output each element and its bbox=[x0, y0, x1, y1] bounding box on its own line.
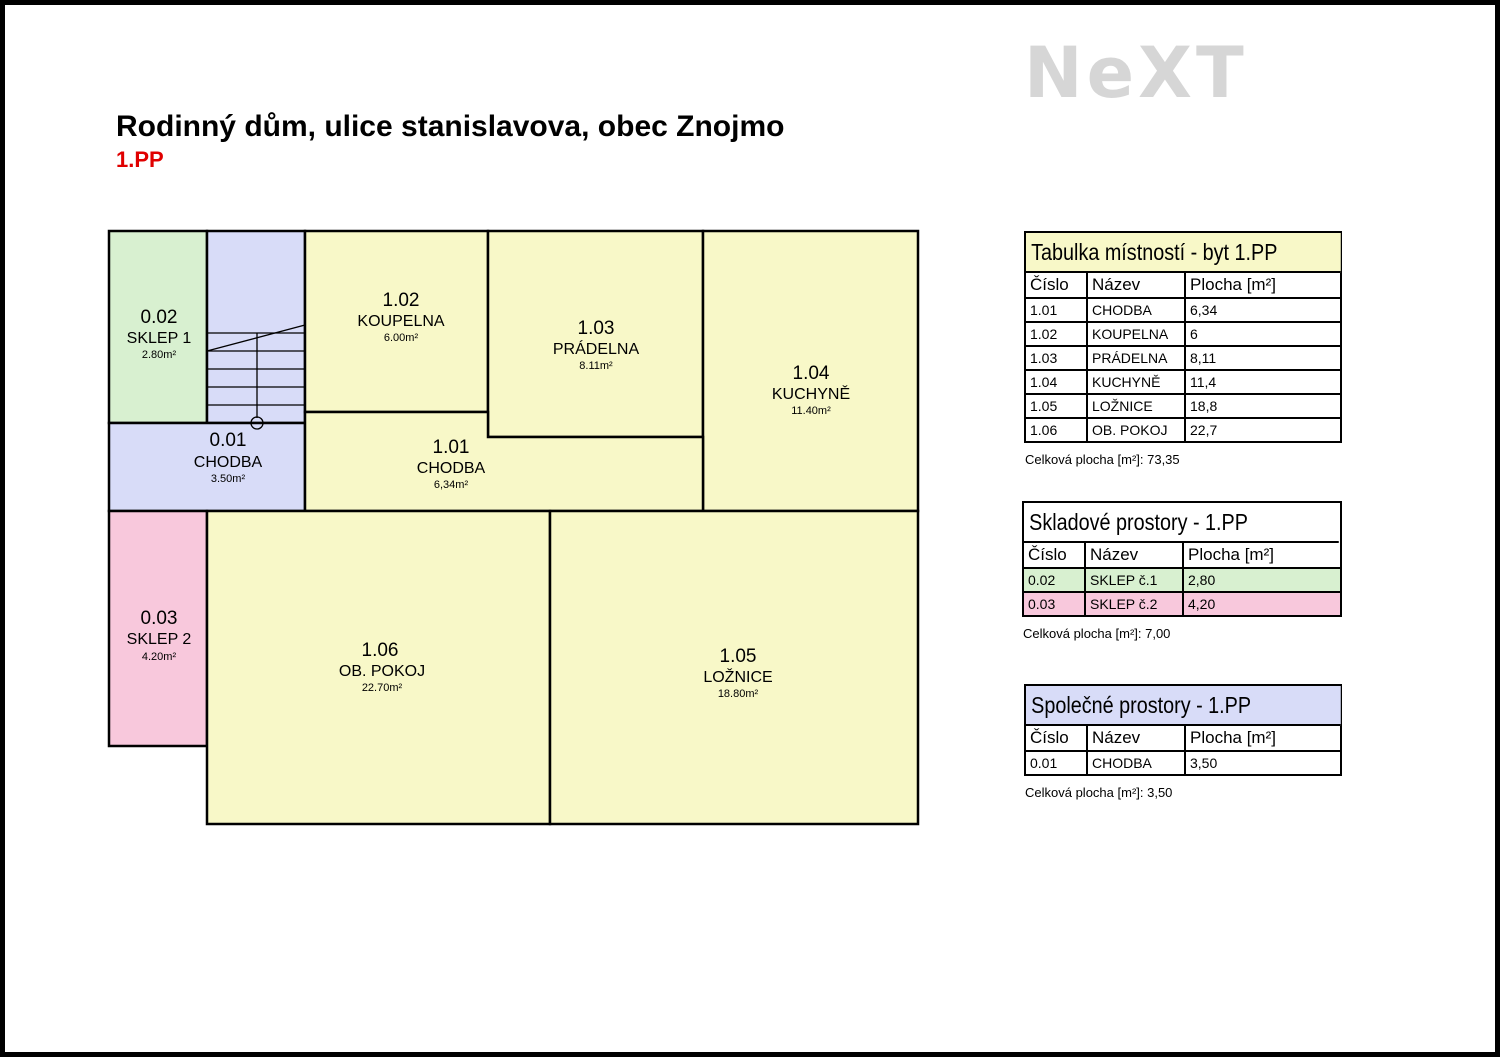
cell-name: LOŽNICE bbox=[1088, 395, 1186, 417]
cell-area: 18,8 bbox=[1190, 398, 1218, 414]
rooms-table-apartment: Tabulka místností - byt 1.PP Číslo Název… bbox=[1024, 231, 1342, 443]
room-number: 1.02 bbox=[383, 290, 420, 311]
table-row: 1.06 OB. POKOJ 22,7 bbox=[1026, 419, 1340, 441]
room-name: SKLEP 2 bbox=[127, 631, 192, 648]
room-area: 4.20m² bbox=[142, 651, 177, 663]
cell-name: SKLEP č.2 bbox=[1086, 593, 1184, 615]
rooms-table-storage: Skladové prostory - 1.PP Číslo Název Plo… bbox=[1022, 501, 1342, 617]
room-0-01-area bbox=[107, 421, 307, 513]
cell-name: OB. POKOJ bbox=[1088, 419, 1186, 441]
room-number: 1.03 bbox=[578, 318, 615, 339]
room-number: 1.05 bbox=[720, 646, 757, 667]
cell-name: KOUPELNA bbox=[1088, 323, 1186, 345]
cell-name: SKLEP č.1 bbox=[1086, 569, 1184, 591]
stair-area bbox=[205, 229, 307, 425]
table-total: Celková plocha [m²]: 73,35 bbox=[1025, 452, 1180, 467]
table-row: 1.04 KUCHYNĚ 11,4 bbox=[1026, 371, 1340, 395]
table-row: 0.01 CHODBA 3,50 bbox=[1026, 752, 1340, 774]
column-header: Číslo bbox=[1026, 273, 1088, 297]
room-1-03-area bbox=[486, 229, 705, 439]
room-area: 2.80m² bbox=[142, 349, 177, 361]
room-area: 6.00m² bbox=[384, 332, 419, 344]
cell-name: KUCHYNĚ bbox=[1088, 371, 1186, 393]
table-total: Celková plocha [m²]: 3,50 bbox=[1025, 785, 1173, 800]
room-1-02-area bbox=[303, 229, 490, 414]
room-1-04-area bbox=[701, 229, 920, 513]
floor-subtitle: 1.PP bbox=[116, 147, 164, 172]
column-header: Číslo bbox=[1024, 543, 1086, 567]
column-header: Plocha [m²] bbox=[1190, 275, 1276, 294]
table-header-row: Číslo Název Plocha [m²] bbox=[1024, 543, 1340, 569]
room-area: 8.11m² bbox=[579, 360, 613, 372]
room-number: 1.06 bbox=[362, 640, 399, 661]
cell-area: 22,7 bbox=[1190, 422, 1218, 438]
cell-number: 0.03 bbox=[1024, 593, 1086, 615]
cell-name: PRÁDELNA bbox=[1088, 347, 1186, 369]
cell-number: 0.02 bbox=[1024, 569, 1086, 591]
staircase-symbol bbox=[206, 324, 306, 430]
next-logo: NeXT bbox=[1024, 32, 1248, 114]
cell-name: CHODBA bbox=[1088, 299, 1186, 321]
column-header: Název bbox=[1088, 726, 1186, 750]
cell-area: 11,4 bbox=[1190, 374, 1217, 390]
cell-area: 8,11 bbox=[1190, 350, 1217, 366]
cell-area: 3,50 bbox=[1190, 755, 1218, 771]
table-total: Celková plocha [m²]: 7,00 bbox=[1023, 626, 1171, 641]
room-area: 6,34m² bbox=[434, 479, 469, 491]
room-name: OB. POKOJ bbox=[339, 663, 425, 680]
column-header: Číslo bbox=[1026, 726, 1088, 750]
column-header: Plocha [m²] bbox=[1190, 728, 1276, 747]
room-name: SKLEP 1 bbox=[127, 330, 192, 347]
cell-area: 4,20 bbox=[1188, 596, 1216, 612]
cell-number: 1.03 bbox=[1026, 347, 1088, 369]
rooms-table-common: Společné prostory - 1.PP Číslo Název Plo… bbox=[1024, 684, 1342, 776]
room-number: 1.01 bbox=[433, 437, 470, 458]
room-1-06-area bbox=[205, 509, 552, 826]
cell-name: CHODBA bbox=[1088, 752, 1186, 774]
cell-number: 1.02 bbox=[1026, 323, 1088, 345]
cell-number: 1.04 bbox=[1026, 371, 1088, 393]
table-row: 0.03 SKLEP č.2 4,20 bbox=[1024, 593, 1340, 615]
table-row: 1.02 KOUPELNA 6 bbox=[1026, 323, 1340, 347]
room-number: 0.01 bbox=[210, 430, 247, 451]
room-name: KOUPELNA bbox=[357, 313, 444, 330]
room-1-05-area bbox=[548, 509, 920, 826]
column-header: Název bbox=[1088, 273, 1186, 297]
room-name: CHODBA bbox=[194, 454, 263, 471]
room-area: 11.40m² bbox=[791, 405, 831, 417]
table-title: Společné prostory - 1.PP bbox=[1026, 686, 1341, 726]
room-name: LOŽNICE bbox=[703, 667, 772, 686]
table-row: 1.03 PRÁDELNA 8,11 bbox=[1026, 347, 1340, 371]
room-number: 0.02 bbox=[141, 307, 178, 328]
room-area: 18.80m² bbox=[718, 688, 759, 700]
room-area: 22.70m² bbox=[362, 682, 403, 694]
cell-number: 1.06 bbox=[1026, 419, 1088, 441]
table-row: 1.05 LOŽNICE 18,8 bbox=[1026, 395, 1340, 419]
table-title: Tabulka místností - byt 1.PP bbox=[1026, 233, 1341, 273]
room-0-03-area bbox=[107, 509, 209, 748]
table-row: 1.01 CHODBA 6,34 bbox=[1026, 299, 1340, 323]
cell-number: 1.05 bbox=[1026, 395, 1088, 417]
cell-area: 6,34 bbox=[1190, 302, 1218, 318]
room-area: 3.50m² bbox=[211, 473, 246, 485]
cell-area: 6 bbox=[1190, 326, 1198, 342]
room-name: PRÁDELNA bbox=[553, 339, 640, 358]
page-title: Rodinný dům, ulice stanislavova, obec Zn… bbox=[116, 110, 785, 143]
column-header: Název bbox=[1086, 543, 1184, 567]
table-row: 0.02 SKLEP č.1 2,80 bbox=[1024, 569, 1340, 593]
table-title: Skladové prostory - 1.PP bbox=[1024, 503, 1339, 543]
table-header-row: Číslo Název Plocha [m²] bbox=[1026, 273, 1340, 299]
room-number: 0.03 bbox=[141, 608, 178, 629]
cell-area: 2,80 bbox=[1188, 572, 1216, 588]
room-name: KUCHYNĚ bbox=[772, 384, 850, 403]
table-header-row: Číslo Název Plocha [m²] bbox=[1026, 726, 1340, 752]
column-header: Plocha [m²] bbox=[1188, 545, 1274, 564]
cell-number: 1.01 bbox=[1026, 299, 1088, 321]
room-number: 1.04 bbox=[793, 363, 830, 384]
cell-number: 0.01 bbox=[1026, 752, 1088, 774]
room-name: CHODBA bbox=[417, 460, 486, 477]
